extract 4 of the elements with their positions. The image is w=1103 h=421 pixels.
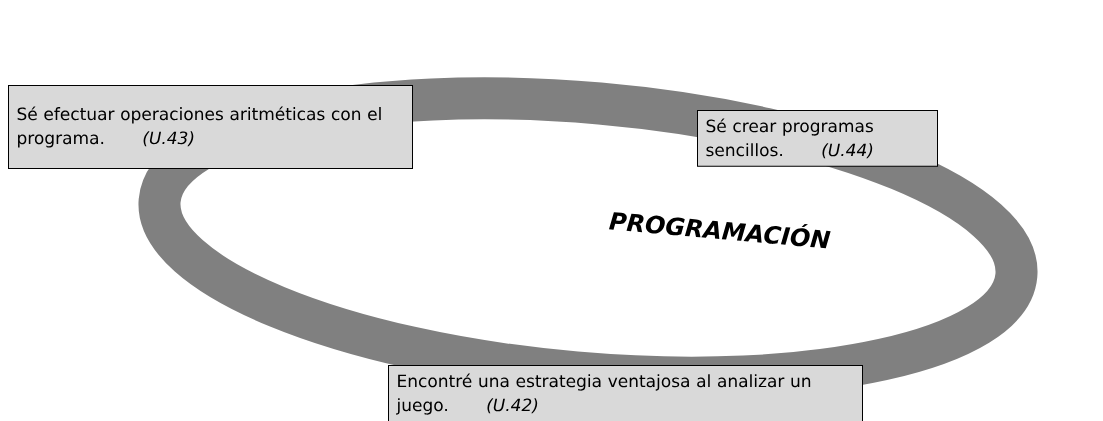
text-box: Sé efectuar operaciones aritméticas con el programa. (U.43) <box>8 85 413 169</box>
text-box: Sé crear programas sencillos. (U.44) <box>697 110 938 167</box>
text-box: Encontré una estrategia ventajosa al analizar un juego. (U.42) <box>388 365 863 421</box>
title: PROGRAMACIÓN <box>609 212 831 249</box>
